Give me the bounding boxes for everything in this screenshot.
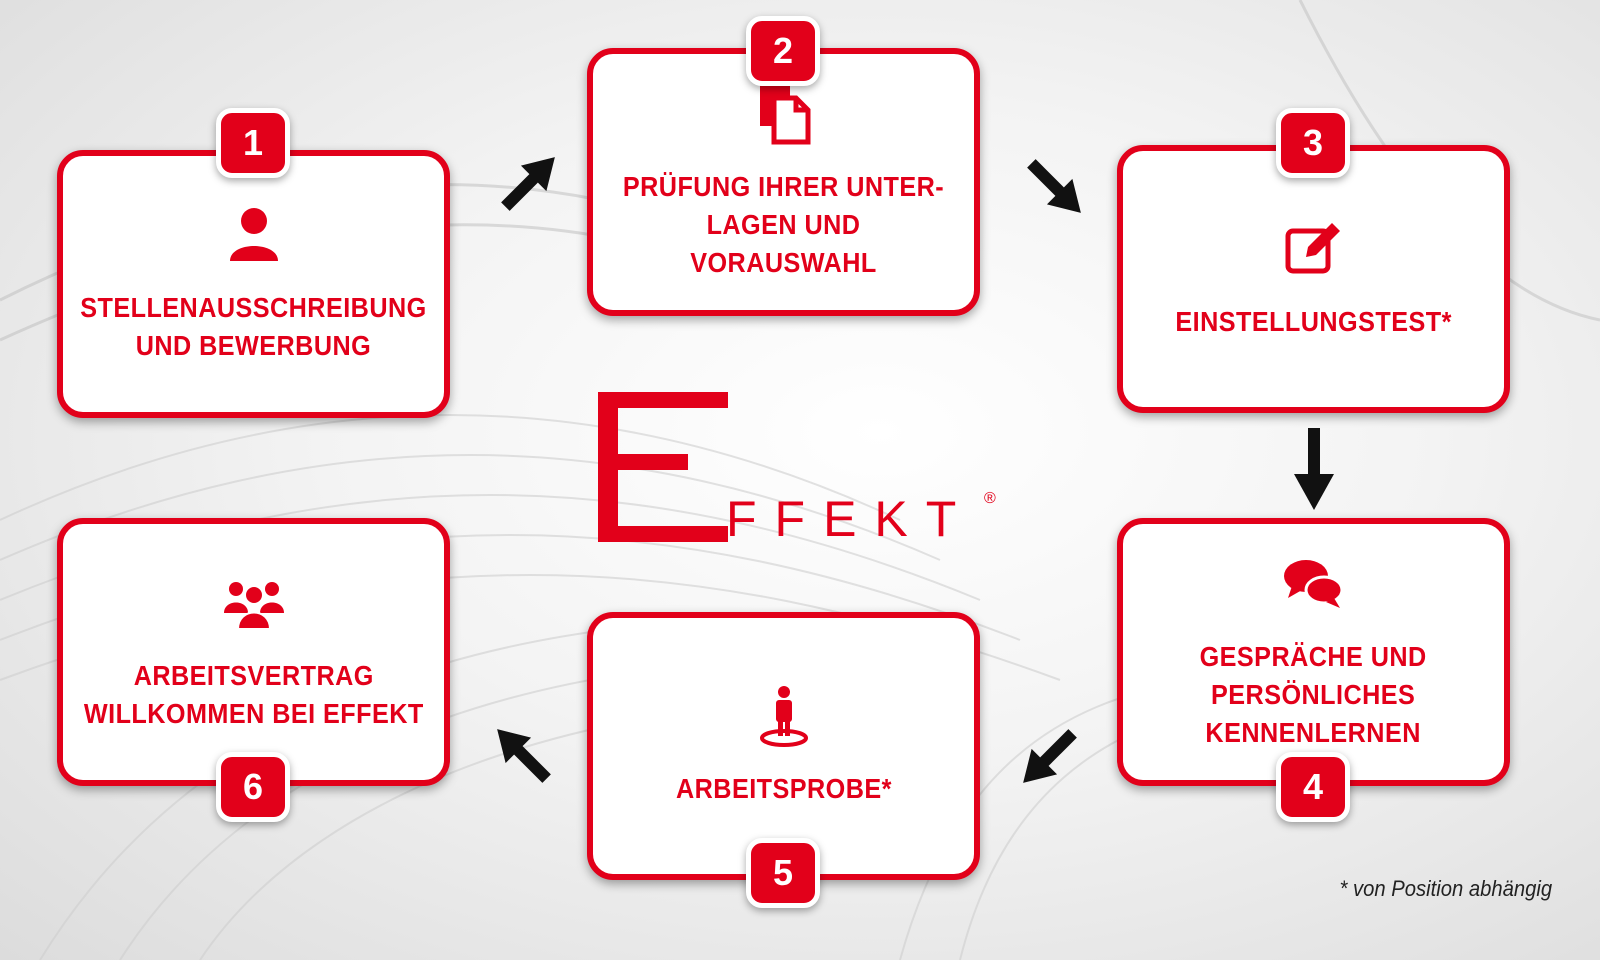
person-standing-icon (759, 686, 808, 747)
group-icon (223, 582, 284, 630)
step-card-1: STELLENAUSSCHREIBUNG UND BEWERBUNG (57, 150, 450, 418)
arrow-5-to-6 (497, 729, 551, 783)
edit-icon (1285, 223, 1340, 274)
logo-registered-mark: ® (984, 490, 996, 507)
step-title-3: EINSTELLUNGSTEST* (1175, 306, 1452, 337)
step-title-1: STELLENAUSSCHREIBUNG UND BEWERBUNG (80, 292, 427, 361)
step-card-6: ARBEITSVERTRAG WILLKOMMEN BEI EFFEKT (57, 518, 450, 786)
step-number-badge-5: 5 (746, 838, 820, 908)
step-number-badge-1: 1 (216, 108, 290, 178)
documents-icon (759, 86, 810, 145)
step-card-3: EINSTELLUNGSTEST* (1117, 145, 1510, 413)
arrow-3-to-4 (1294, 428, 1334, 510)
logo-wordmark: FFEKT (726, 491, 975, 547)
step-title-4: GESPRÄCHE UND PERSÖNLICHES KENNENLERNEN (1199, 641, 1428, 748)
arrow-2-to-3 (1027, 159, 1081, 213)
footnote: * von Position abhängig (1339, 876, 1552, 901)
step-number-badge-6: 6 (216, 752, 290, 822)
step-number-badge-3: 3 (1276, 108, 1350, 178)
speech-bubbles-icon (1283, 560, 1343, 608)
step-number-badge-4: 4 (1276, 752, 1350, 822)
step-title-2: PRÜFUNG IHRER UNTER- LAGEN UND VORAUSWAH… (622, 171, 945, 278)
step-card-2: PRÜFUNG IHRER UNTER- LAGEN UND VORAUSWAH… (587, 48, 980, 316)
step-title-5: ARBEITSPROBE* (675, 773, 892, 804)
step-title-6: ARBEITSVERTRAG WILLKOMMEN BEI EFFEKT (83, 660, 424, 729)
logo-letter-e (598, 392, 728, 542)
arrow-4-to-5 (1023, 729, 1077, 783)
step-card-4: GESPRÄCHE UND PERSÖNLICHES KENNENLERNEN (1117, 518, 1510, 786)
user-icon (229, 208, 278, 261)
arrow-1-to-2 (501, 157, 555, 211)
step-number-badge-2: 2 (746, 16, 820, 86)
